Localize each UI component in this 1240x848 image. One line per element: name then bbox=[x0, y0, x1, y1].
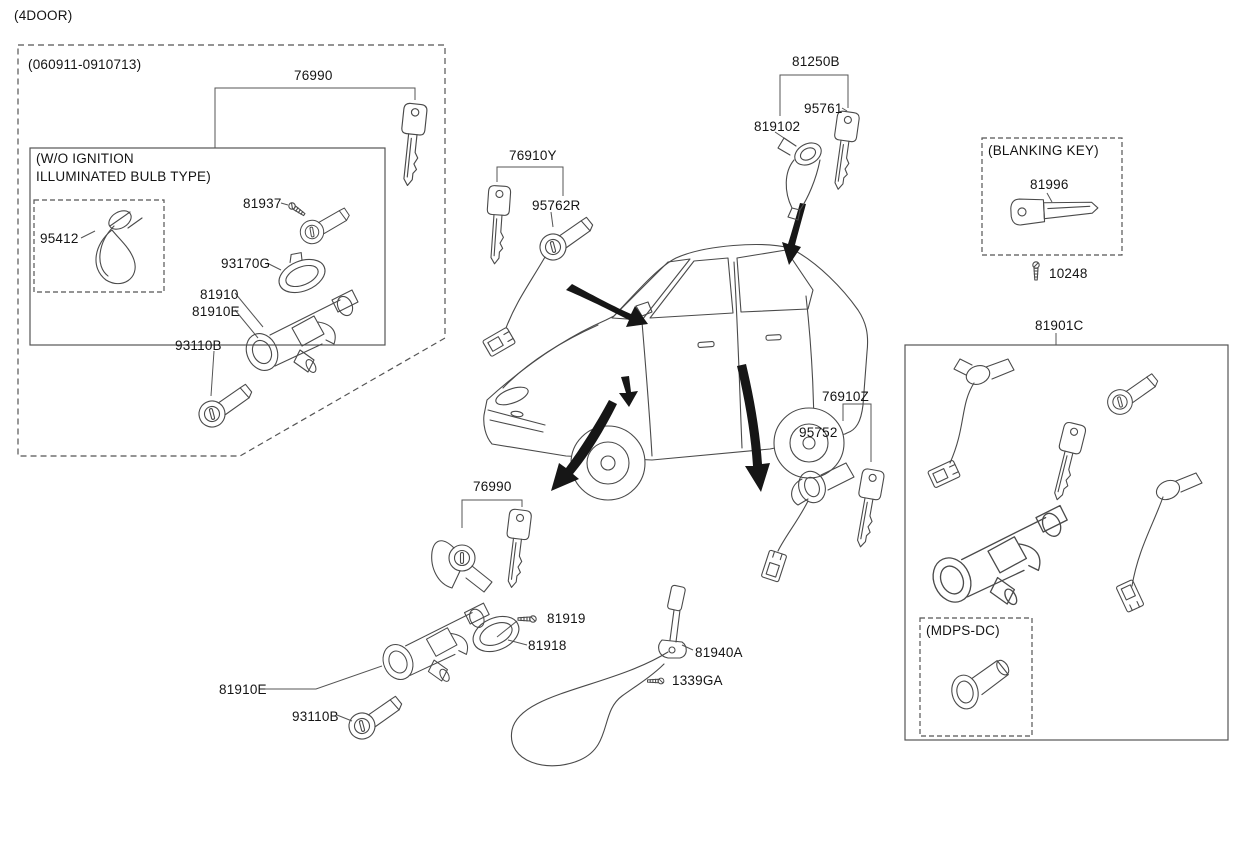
part-label-81919[interactable]: 81919 bbox=[547, 611, 586, 626]
connector-95752 bbox=[760, 549, 788, 583]
arrow-front-door bbox=[619, 376, 638, 407]
part-label-76910y[interactable]: 76910Y bbox=[509, 148, 557, 163]
box-wo-ignition bbox=[29, 147, 386, 346]
part-81940a-illustration bbox=[658, 584, 687, 659]
box-81901c bbox=[904, 344, 1229, 741]
part-label-95761[interactable]: 95761 bbox=[804, 101, 843, 116]
key-illustration-95761 bbox=[826, 109, 861, 192]
part-illustrations bbox=[95, 102, 1203, 767]
part-label-76910z[interactable]: 76910Z bbox=[822, 389, 869, 404]
part-label-95412[interactable]: 95412 bbox=[40, 231, 79, 246]
screw-1339ga-icon bbox=[647, 677, 665, 685]
part-95752-illustration bbox=[777, 462, 855, 552]
part-label-76990-bottom[interactable]: 76990 bbox=[473, 479, 512, 494]
part-label-93110b-bottom[interactable]: 93110B bbox=[292, 709, 339, 724]
direction-arrows bbox=[551, 203, 806, 492]
part-81910-assembly bbox=[240, 289, 359, 377]
part-95412-illustration bbox=[95, 210, 143, 285]
dashed-box-95412 bbox=[33, 199, 165, 293]
key-illustration-76990-top bbox=[395, 102, 429, 188]
part-mdps-illustration bbox=[951, 659, 1010, 710]
part-76990-bottom-illustration bbox=[431, 540, 493, 593]
connector-81901c-right bbox=[1115, 578, 1145, 614]
part-label-10248[interactable]: 10248 bbox=[1049, 266, 1088, 281]
part-label-95752[interactable]: 95752 bbox=[799, 425, 838, 440]
cable-76910y bbox=[505, 256, 546, 329]
part-door-lock-cable-left bbox=[949, 358, 1015, 464]
key-illustration-76910z bbox=[849, 467, 886, 550]
key-illustration-81996 bbox=[1010, 198, 1099, 226]
screw-81919-icon bbox=[517, 615, 537, 623]
connector-81901c-left bbox=[926, 459, 962, 489]
part-93170g-illustration bbox=[278, 252, 326, 294]
annotation-date-range: (060911-0910713) bbox=[28, 57, 142, 72]
screw-81937-icon bbox=[286, 200, 307, 218]
key-illustration-76990-bottom bbox=[500, 508, 533, 590]
annotation-wo-ignition-2: ILLUMINATED BULB TYPE) bbox=[36, 169, 211, 184]
part-81918-ring bbox=[472, 615, 520, 653]
dashed-box-mdps bbox=[919, 617, 1033, 737]
part-label-81250b[interactable]: 81250B bbox=[792, 54, 840, 69]
part-label-93110b[interactable]: 93110B bbox=[175, 338, 222, 353]
part-95762r-illustration bbox=[534, 215, 600, 264]
arrow-rear-swoosh bbox=[737, 364, 770, 492]
part-93110b-bottom bbox=[343, 694, 409, 743]
part-label-81918[interactable]: 81918 bbox=[528, 638, 567, 653]
boundary-boxes bbox=[17, 44, 1229, 741]
part-label-93170g[interactable]: 93170G bbox=[221, 256, 271, 271]
part-door-lock-cable-right bbox=[1131, 472, 1203, 587]
part-label-819102[interactable]: 819102 bbox=[754, 119, 801, 134]
part-ignition-assembly-81901c bbox=[925, 504, 1068, 609]
arrow-front-swoosh bbox=[551, 400, 617, 491]
annotation-blanking-key: (BLANKING KEY) bbox=[988, 143, 1099, 158]
part-81937-illustration bbox=[296, 206, 354, 247]
car-illustration bbox=[483, 244, 869, 501]
dashed-box-date-range bbox=[17, 44, 446, 457]
annotation-mdps-dc: (MDPS-DC) bbox=[926, 623, 1000, 638]
part-label-81937[interactable]: 81937 bbox=[243, 196, 282, 211]
key-illustration-81901c bbox=[1045, 420, 1088, 503]
page-title: (4DOOR) bbox=[14, 8, 73, 23]
annotation-wo-ignition-1: (W/O IGNITION bbox=[36, 151, 134, 166]
arrow-to-cowl bbox=[566, 284, 648, 327]
part-label-81910e[interactable]: 81910E bbox=[192, 304, 240, 319]
part-label-81901c[interactable]: 81901C bbox=[1035, 318, 1084, 333]
connector-76910y bbox=[481, 326, 517, 358]
part-label-95762r[interactable]: 95762R bbox=[532, 198, 581, 213]
cable-81940a bbox=[510, 651, 669, 767]
part-label-1339ga[interactable]: 1339GA bbox=[672, 673, 723, 688]
part-81910e-bottom-assembly bbox=[377, 602, 490, 685]
part-label-81910e-bottom[interactable]: 81910E bbox=[219, 682, 267, 697]
part-lock-top-right bbox=[1102, 372, 1165, 418]
part-label-81996[interactable]: 81996 bbox=[1030, 177, 1069, 192]
screw-10248-icon bbox=[1032, 261, 1040, 281]
part-93110b-top bbox=[193, 382, 259, 431]
part-label-81940a[interactable]: 81940A bbox=[695, 645, 743, 660]
arrow-to-roof bbox=[782, 203, 806, 265]
key-illustration-76910y bbox=[483, 184, 512, 266]
part-label-81910[interactable]: 81910 bbox=[200, 287, 239, 302]
part-819102-illustration bbox=[777, 137, 822, 221]
part-label-76990-top[interactable]: 76990 bbox=[294, 68, 333, 83]
